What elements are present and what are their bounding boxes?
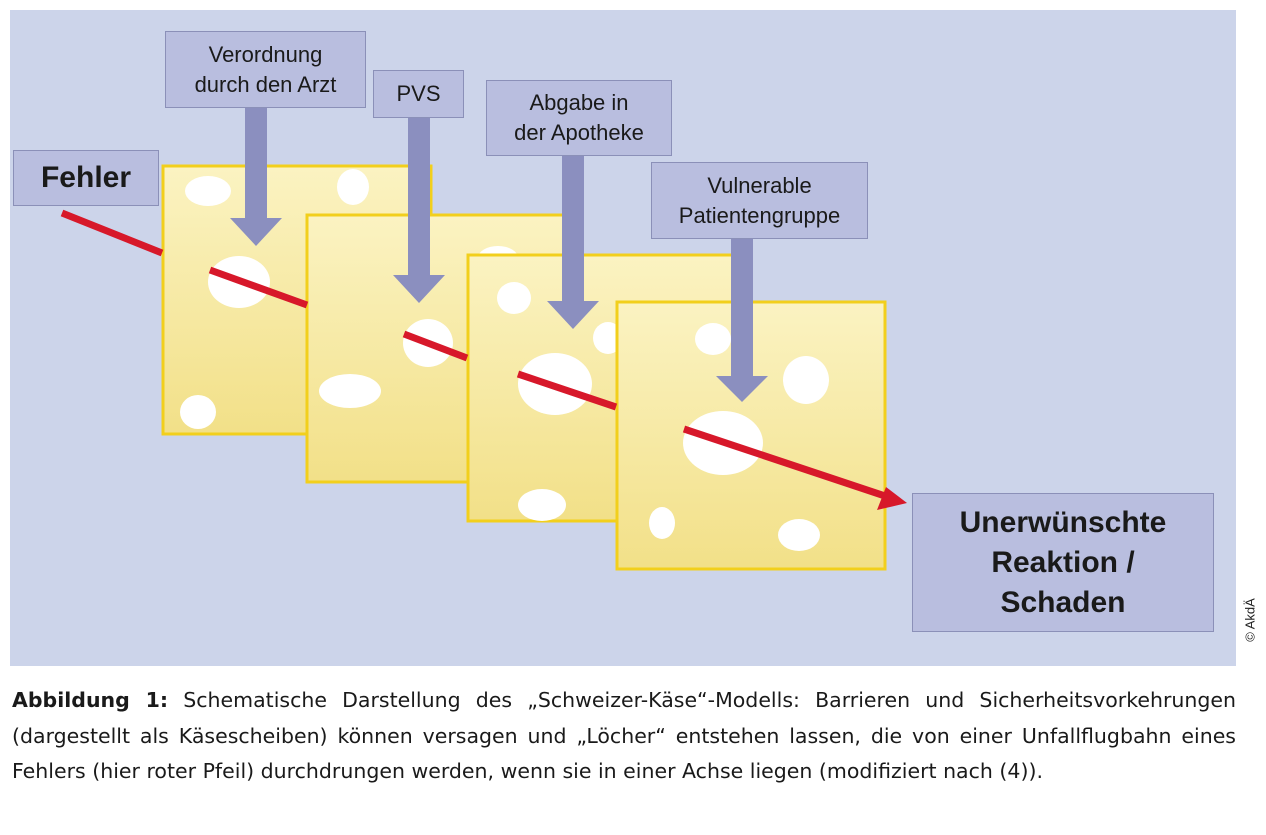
barrier-label-box-2: PVS bbox=[373, 70, 464, 118]
caption-label: Abbildung 1: bbox=[12, 688, 169, 712]
barrier-label-1: Verordnung durch den Arzt bbox=[194, 41, 337, 97]
trajectory-segment bbox=[208, 266, 309, 309]
cheese-hole bbox=[649, 507, 675, 539]
barrier-label-2: PVS bbox=[396, 81, 441, 106]
figure-caption: Abbildung 1: Schematische Darstellung de… bbox=[12, 683, 1236, 790]
cheese-hole bbox=[185, 176, 231, 206]
barrier-label-box-4: Vulnerable Patientengruppe bbox=[651, 162, 868, 239]
barrier-arrow-4 bbox=[716, 238, 768, 402]
barrier-arrow-2 bbox=[393, 117, 445, 303]
error-label-box: Fehler bbox=[13, 150, 159, 206]
trajectory-segment bbox=[60, 209, 164, 257]
cheese-hole bbox=[180, 395, 216, 429]
barrier-label-4: Vulnerable Patientengruppe bbox=[678, 172, 841, 228]
cheese-hole bbox=[695, 323, 731, 355]
barrier-label-box-1: Verordnung durch den Arzt bbox=[165, 31, 366, 108]
cheese-hole bbox=[319, 374, 381, 408]
copyright-notice: © AkdÄ bbox=[1242, 598, 1258, 642]
outcome-label-box: Unerwünschte Reaktion / Schaden bbox=[912, 493, 1214, 632]
trajectory-segment bbox=[402, 330, 469, 362]
cheese-hole bbox=[778, 519, 820, 551]
barrier-label-3: Abgabe in der Apotheke bbox=[514, 90, 644, 145]
swiss-cheese-diagram bbox=[60, 107, 907, 571]
barrier-label-box-3: Abgabe in der Apotheke bbox=[486, 80, 672, 156]
cheese-hole bbox=[783, 356, 829, 404]
barrier-arrow-3 bbox=[547, 155, 599, 329]
caption-text: Schematische Darstellung des „Schweizer-… bbox=[12, 688, 1236, 783]
trajectory-segment bbox=[516, 370, 618, 411]
cheese-hole bbox=[518, 489, 566, 521]
trajectory-segment bbox=[682, 425, 887, 500]
error-trajectory bbox=[60, 209, 887, 500]
cheese-hole bbox=[337, 169, 369, 205]
cheese-hole bbox=[497, 282, 531, 314]
outcome-label: Unerwünschte Reaktion / Schaden bbox=[959, 505, 1167, 619]
figure-panel: Fehler Verordnung durch den Arzt PVS Abg… bbox=[10, 10, 1236, 666]
barrier-arrow-1 bbox=[230, 107, 282, 246]
error-label: Fehler bbox=[40, 161, 132, 194]
trajectory-arrowhead bbox=[877, 487, 907, 510]
